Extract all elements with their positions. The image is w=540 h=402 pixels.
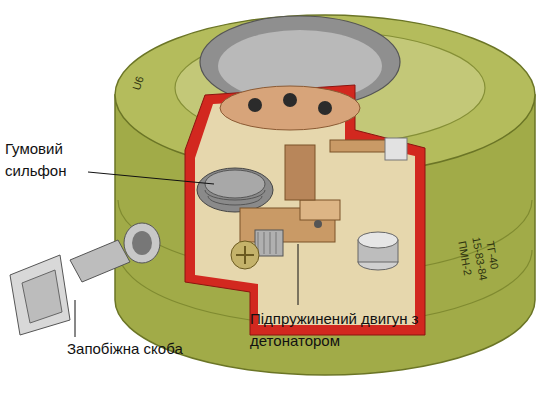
leader-line bbox=[75, 300, 76, 337]
part-label: Гумовий сильфон bbox=[5, 138, 95, 182]
part-label: Підпружинений двигун з детонатором bbox=[250, 308, 440, 352]
part-label: Запобіжна скоба bbox=[67, 338, 267, 360]
leader-line bbox=[298, 244, 299, 305]
leader-line bbox=[88, 172, 214, 184]
